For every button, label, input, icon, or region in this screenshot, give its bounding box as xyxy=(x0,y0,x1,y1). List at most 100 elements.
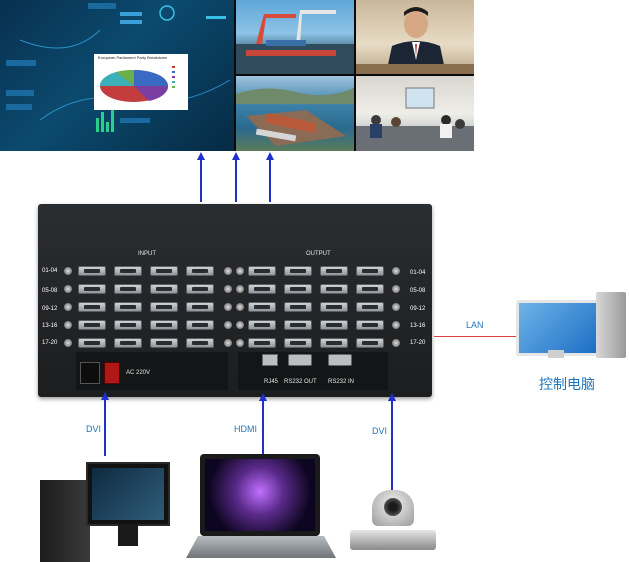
power-switch[interactable] xyxy=(104,362,120,384)
dashboard-graphics xyxy=(6,3,231,132)
input-row-label-1: 01-04 xyxy=(42,268,58,274)
dvi-output-port[interactable] xyxy=(248,338,276,348)
hdmi-label: HDMI xyxy=(234,424,257,434)
rs232-in-port[interactable] xyxy=(328,354,352,366)
pie-chart-panel: European Parliament Party Breakdown xyxy=(94,54,188,110)
dvi-input-port[interactable] xyxy=(150,284,178,294)
bnc-connector xyxy=(392,267,400,275)
output-row-label-4: 13-16 xyxy=(410,323,426,329)
wall-tile-presenter xyxy=(356,0,474,74)
dvi-output-port[interactable] xyxy=(284,302,312,312)
laptop-lid xyxy=(200,454,320,536)
output-arrow-1-head xyxy=(197,152,205,160)
dvi-output-port[interactable] xyxy=(320,302,348,312)
dvi-input-port[interactable] xyxy=(78,320,106,330)
dvi-input-port[interactable] xyxy=(78,284,106,294)
dvi-left-label: DVI xyxy=(86,424,102,434)
wall-tile-meeting-room xyxy=(356,76,474,151)
output-arrow-2 xyxy=(235,160,237,202)
dvi-output-port[interactable] xyxy=(284,338,312,348)
dvi-output-port[interactable] xyxy=(248,302,276,312)
bnc-connector xyxy=(236,303,244,311)
power-panel xyxy=(76,352,228,390)
dvi-input-port[interactable] xyxy=(78,266,106,276)
input-row-label-5: 17-20 xyxy=(42,340,58,346)
dvi-input-port[interactable] xyxy=(186,302,214,312)
dvi-input-port[interactable] xyxy=(114,302,142,312)
dvi-input-port[interactable] xyxy=(114,284,142,294)
dvi-output-port[interactable] xyxy=(356,284,384,294)
input-arrow-hdmi xyxy=(262,400,264,454)
dvi-input-port[interactable] xyxy=(150,302,178,312)
lan-label: LAN xyxy=(466,320,484,330)
dvi-input-port[interactable] xyxy=(186,266,214,276)
input-arrow-dvi-right-head xyxy=(388,393,396,401)
bnc-connector xyxy=(392,303,400,311)
dvi-output-port[interactable] xyxy=(356,266,384,276)
bnc-connector xyxy=(224,303,232,311)
bnc-connector xyxy=(64,267,72,275)
dvi-output-port[interactable] xyxy=(356,338,384,348)
dvi-output-port[interactable] xyxy=(284,320,312,330)
pie-chart-title: European Parliament Party Breakdown xyxy=(98,55,168,60)
control-pc-label: 控制电脑 xyxy=(539,376,595,392)
pc-tower xyxy=(596,292,626,358)
dvi-input-port[interactable] xyxy=(78,338,106,348)
input-row-label-2: 05-08 xyxy=(42,288,58,294)
bnc-connector xyxy=(392,285,400,293)
input-arrow-dvi-right xyxy=(391,400,393,492)
dvi-input-port[interactable] xyxy=(150,320,178,330)
rs232-out-port[interactable] xyxy=(288,354,312,366)
dvi-input-port[interactable] xyxy=(114,320,142,330)
desktop-screen xyxy=(92,468,164,520)
dvi-output-port[interactable] xyxy=(284,284,312,294)
bnc-connector xyxy=(236,267,244,275)
input-arrow-dvi-left-head xyxy=(101,392,109,400)
bnc-connector xyxy=(224,339,232,347)
rj45-label: RJ45 xyxy=(264,379,279,385)
output-row-label-5: 17-20 xyxy=(410,340,426,346)
source-ptz-camera xyxy=(346,490,440,554)
rs232-out-label: RS232 OUT xyxy=(284,379,317,385)
power-label: AC 220V xyxy=(126,370,151,376)
output-arrow-1 xyxy=(200,160,202,202)
bnc-connector xyxy=(64,339,72,347)
dvi-output-port[interactable] xyxy=(284,266,312,276)
wall-tile-harbor xyxy=(236,76,354,151)
rj45-port[interactable] xyxy=(262,354,278,366)
monitor-base xyxy=(118,524,138,546)
bnc-connector xyxy=(224,267,232,275)
matrix-switcher: INPUT OUTPUT 01-04 05-08 09-12 13-16 17-… xyxy=(38,204,432,397)
lan-cable xyxy=(434,336,516,337)
output-row-label-3: 09-12 xyxy=(410,306,426,312)
monitor-stand xyxy=(548,350,564,358)
dvi-output-port[interactable] xyxy=(248,266,276,276)
dvi-output-port[interactable] xyxy=(320,266,348,276)
dvi-output-port[interactable] xyxy=(356,302,384,312)
camera-lens-icon xyxy=(384,498,402,516)
bnc-connector xyxy=(64,285,72,293)
dvi-input-port[interactable] xyxy=(114,338,142,348)
dvi-input-port[interactable] xyxy=(150,266,178,276)
dvi-output-port[interactable] xyxy=(320,338,348,348)
output-arrow-2-head xyxy=(232,152,240,160)
camera-base xyxy=(350,530,436,550)
rs232-in-label: RS232 IN xyxy=(328,379,355,385)
source-laptop xyxy=(186,454,336,562)
dvi-output-port[interactable] xyxy=(320,284,348,294)
dvi-input-port[interactable] xyxy=(186,320,214,330)
dvi-input-port[interactable] xyxy=(150,338,178,348)
presenter-image xyxy=(356,7,474,74)
output-section-label: OUTPUT xyxy=(306,251,331,257)
dvi-input-port[interactable] xyxy=(78,302,106,312)
bnc-connector xyxy=(224,285,232,293)
dvi-input-port[interactable] xyxy=(186,338,214,348)
dvi-output-port[interactable] xyxy=(248,320,276,330)
dvi-output-port[interactable] xyxy=(356,320,384,330)
dvi-input-port[interactable] xyxy=(114,266,142,276)
dvi-output-port[interactable] xyxy=(320,320,348,330)
laptop-base xyxy=(186,536,336,558)
dvi-input-port[interactable] xyxy=(186,284,214,294)
control-computer xyxy=(514,292,628,364)
dvi-output-port[interactable] xyxy=(248,284,276,294)
